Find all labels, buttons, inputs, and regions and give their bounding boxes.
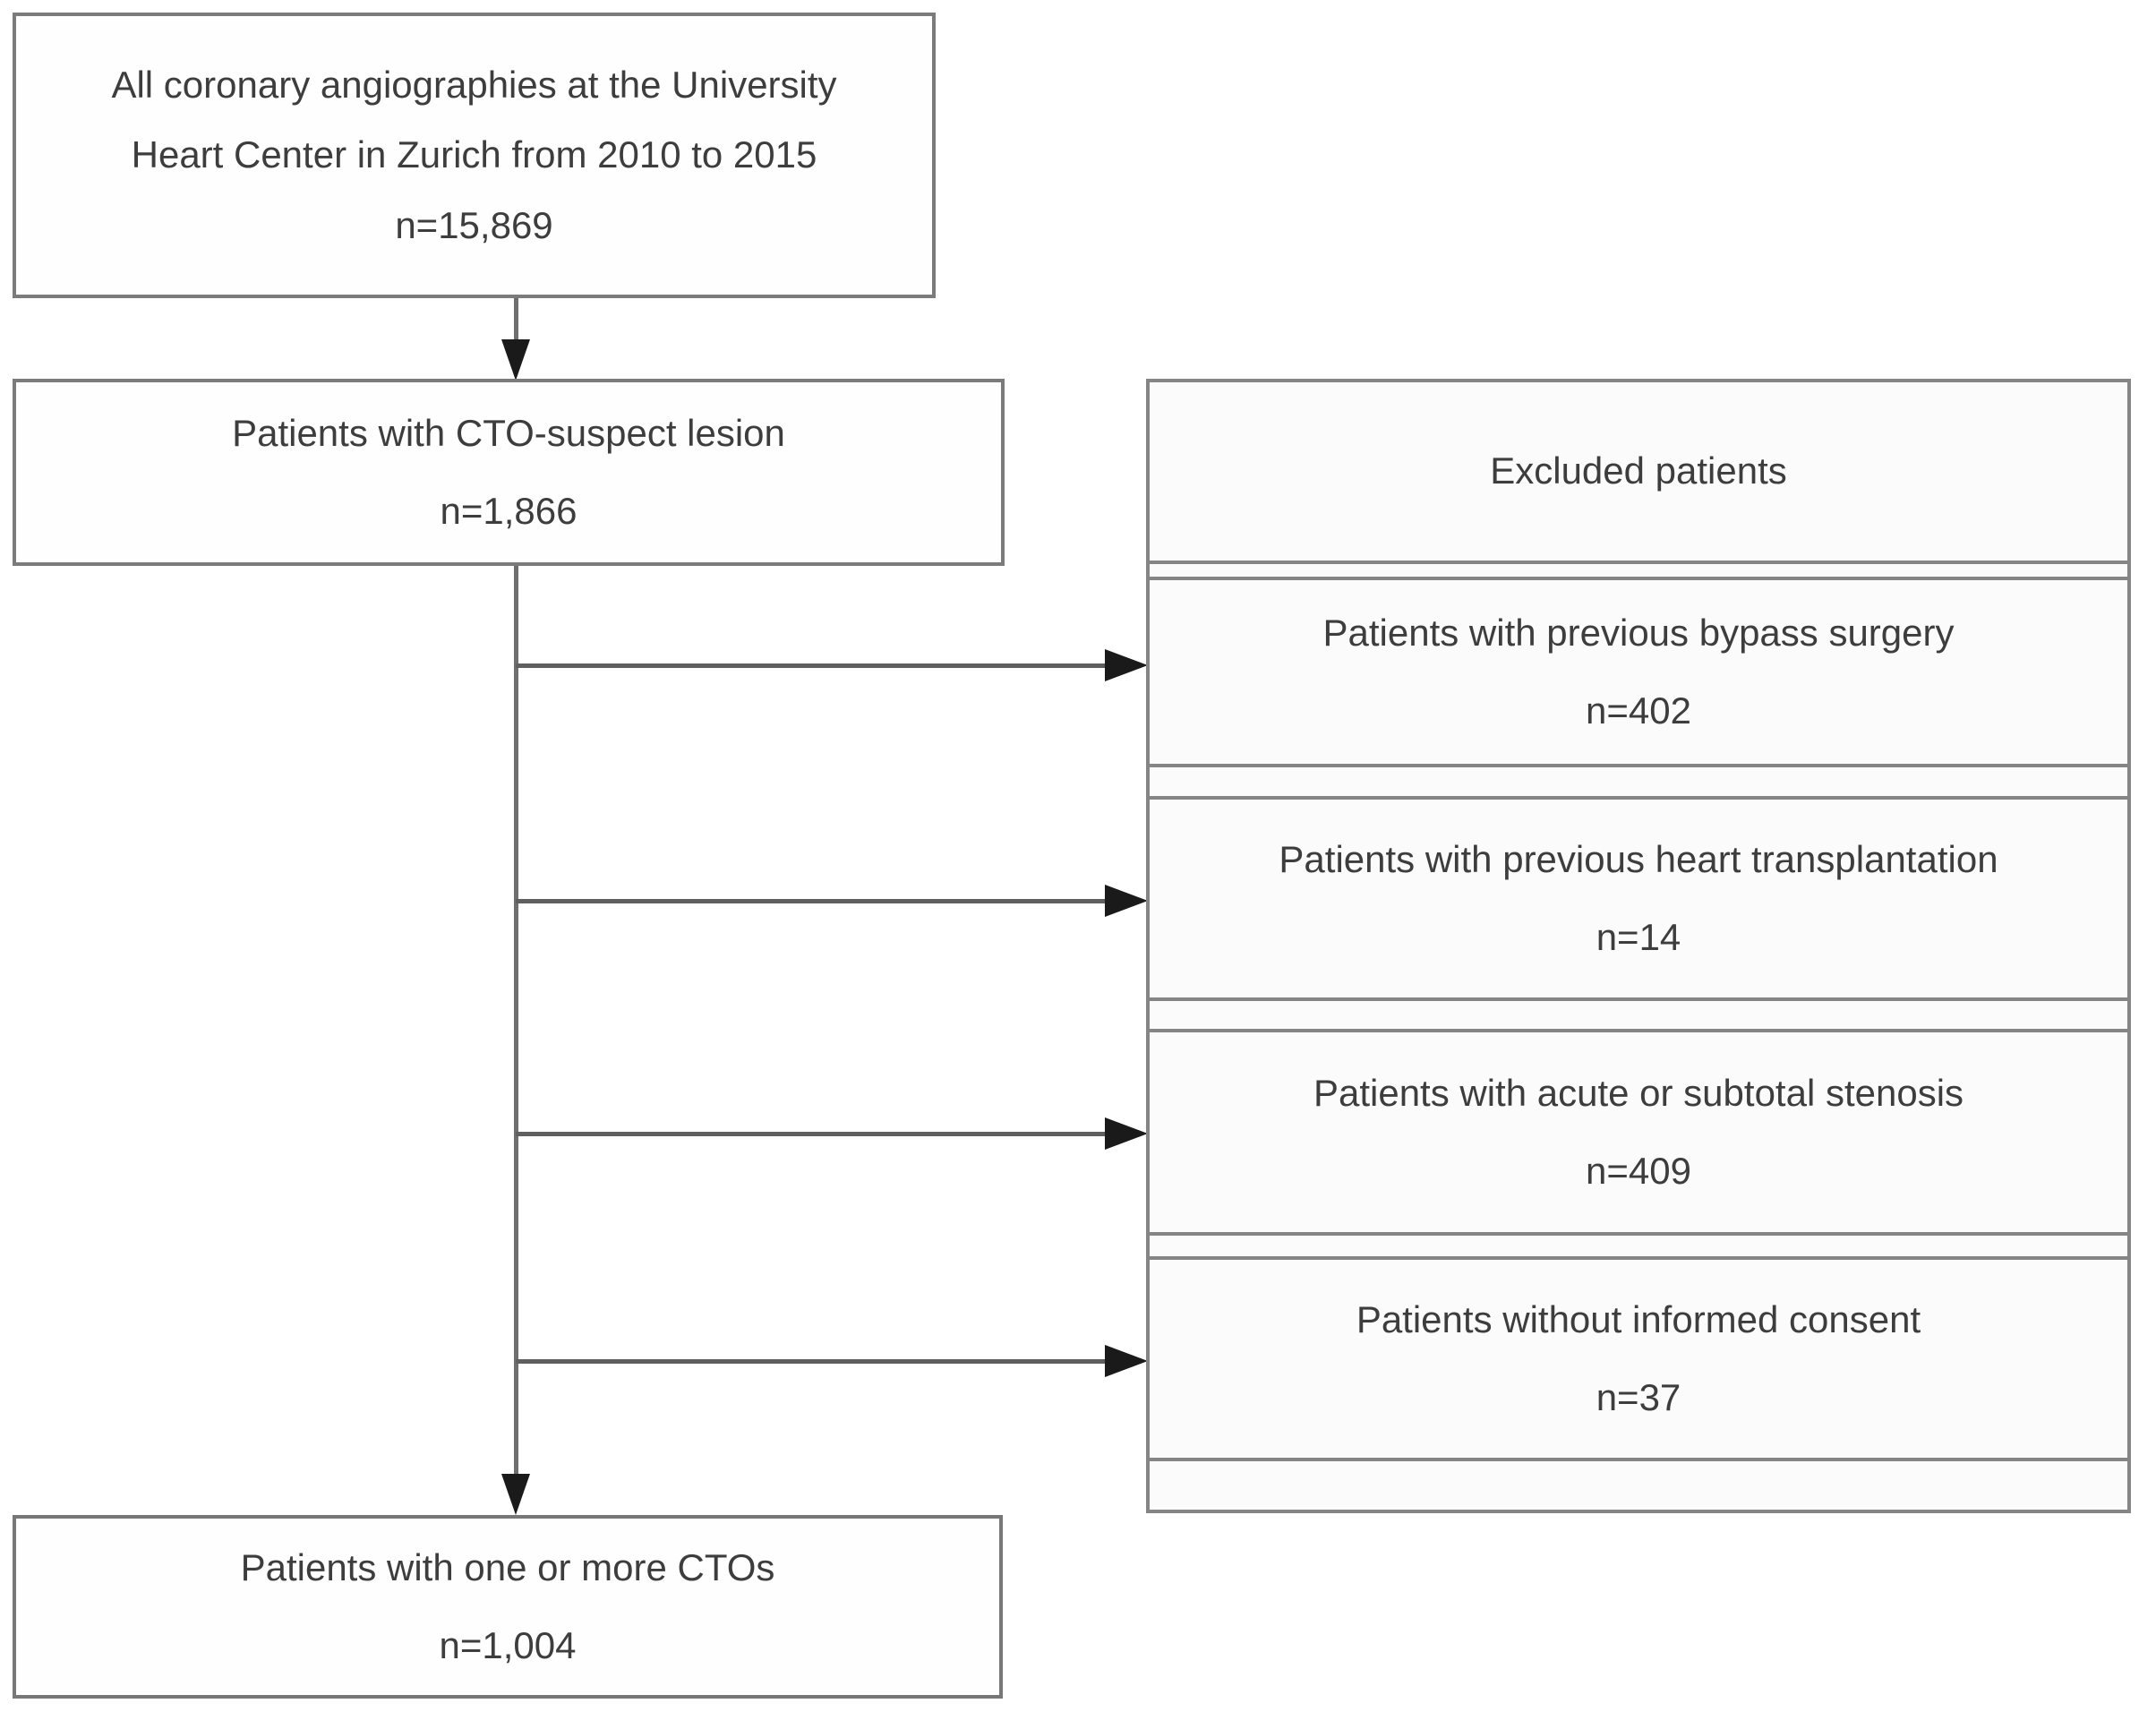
arrowhead-down-icon xyxy=(501,339,530,381)
excluded-item-label: Patients with previous bypass surgery xyxy=(1322,612,1955,655)
excluded-item-count: n=402 xyxy=(1586,689,1691,732)
excluded-item-count: n=409 xyxy=(1586,1149,1691,1192)
excluded-item-no-informed-consent: Patients without informed consent n=37 xyxy=(1150,1260,2127,1461)
box-cto-suspect-lesion: Patients with CTO-suspect lesion n=1,866 xyxy=(13,379,1005,566)
arrowhead-right-icon xyxy=(1105,1345,1148,1377)
branch-connector-bypass-surgery xyxy=(516,663,1107,668)
connector-top-to-mid xyxy=(514,298,518,345)
excluded-header-label: Excluded patients xyxy=(1490,449,1787,492)
excluded-item-label: Patients with acute or subtotal stenosis xyxy=(1313,1072,1964,1115)
branch-connector-no-informed-consent xyxy=(516,1359,1107,1364)
box-all-angiographies: All coronary angiographies at the Univer… xyxy=(13,13,936,298)
connector-mid-to-bottom xyxy=(514,566,518,1476)
excluded-divider-strip xyxy=(1150,1461,2127,1510)
excluded-item-count: n=37 xyxy=(1596,1375,1681,1418)
excluded-item-label: Patients with previous heart transplanta… xyxy=(1279,838,1998,881)
box-ctos-count: n=1,004 xyxy=(439,1623,577,1666)
excluded-divider-strip xyxy=(1150,564,2127,580)
box-all-angiographies-line1: All coronary angiographies at the Univer… xyxy=(111,64,837,107)
excluded-item-acute-subtotal-stenosis: Patients with acute or subtotal stenosis… xyxy=(1150,1032,2127,1236)
branch-connector-heart-transplantation xyxy=(516,899,1107,903)
excluded-divider-strip xyxy=(1150,1001,2127,1032)
excluded-item-label: Patients without informed consent xyxy=(1356,1298,1921,1341)
excluded-header: Excluded patients xyxy=(1150,382,2127,564)
excluded-divider-strip xyxy=(1150,1236,2127,1260)
arrowhead-right-icon xyxy=(1105,885,1148,917)
excluded-patients-panel: Excluded patients Patients with previous… xyxy=(1146,379,2131,1513)
box-cto-suspect-label: Patients with CTO-suspect lesion xyxy=(232,412,785,455)
excluded-divider-strip xyxy=(1150,767,2127,800)
box-cto-suspect-count: n=1,866 xyxy=(440,489,578,532)
arrowhead-right-icon xyxy=(1105,649,1148,681)
box-all-angiographies-line2: Heart Center in Zurich from 2010 to 2015 xyxy=(131,133,817,176)
box-one-or-more-ctos: Patients with one or more CTOs n=1,004 xyxy=(13,1515,1003,1699)
excluded-item-heart-transplantation: Patients with previous heart transplanta… xyxy=(1150,800,2127,1001)
arrowhead-right-icon xyxy=(1105,1117,1148,1150)
excluded-item-count: n=14 xyxy=(1596,915,1681,958)
excluded-item-bypass-surgery: Patients with previous bypass surgery n=… xyxy=(1150,580,2127,767)
box-ctos-label: Patients with one or more CTOs xyxy=(240,1546,775,1589)
branch-connector-acute-subtotal-stenosis xyxy=(516,1132,1107,1136)
arrowhead-down-icon xyxy=(501,1474,530,1515)
box-all-angiographies-count: n=15,869 xyxy=(395,203,553,246)
